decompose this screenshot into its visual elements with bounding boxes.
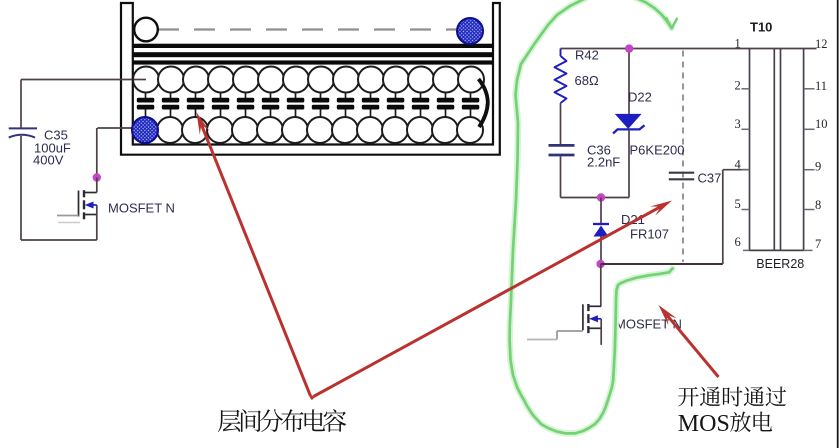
svg-text:P6KE200: P6KE200 bbox=[630, 143, 685, 158]
svg-text:R42: R42 bbox=[575, 48, 599, 63]
svg-text:3: 3 bbox=[735, 117, 741, 131]
svg-text:MOSFET N: MOSFET N bbox=[108, 201, 175, 216]
svg-text:4: 4 bbox=[735, 158, 742, 172]
svg-text:9: 9 bbox=[815, 159, 821, 173]
svg-text:C35: C35 bbox=[44, 128, 68, 143]
svg-text:D22: D22 bbox=[628, 90, 652, 105]
svg-text:12: 12 bbox=[815, 37, 828, 51]
svg-text:FR107: FR107 bbox=[630, 227, 669, 242]
svg-text:BEER28: BEER28 bbox=[756, 257, 804, 271]
svg-text:7: 7 bbox=[815, 237, 821, 251]
svg-text:C36: C36 bbox=[587, 143, 611, 158]
svg-text:6: 6 bbox=[735, 235, 741, 249]
svg-text:2: 2 bbox=[735, 79, 741, 93]
svg-text:8: 8 bbox=[815, 198, 821, 212]
svg-text:MOS: MOS bbox=[678, 411, 730, 437]
svg-text:1: 1 bbox=[735, 36, 741, 50]
svg-text:2.2nF: 2.2nF bbox=[587, 155, 620, 170]
svg-text:11: 11 bbox=[815, 79, 827, 93]
svg-text:100uF: 100uF bbox=[34, 141, 71, 156]
svg-text:68Ω: 68Ω bbox=[575, 73, 599, 88]
svg-text:MOSFET N: MOSFET N bbox=[615, 317, 682, 332]
svg-text:C37: C37 bbox=[698, 171, 722, 186]
svg-text:T10: T10 bbox=[750, 20, 772, 35]
svg-text:5: 5 bbox=[735, 197, 741, 211]
svg-text:10: 10 bbox=[815, 117, 828, 131]
svg-text:D21: D21 bbox=[621, 212, 645, 227]
svg-text:400V: 400V bbox=[33, 153, 64, 168]
